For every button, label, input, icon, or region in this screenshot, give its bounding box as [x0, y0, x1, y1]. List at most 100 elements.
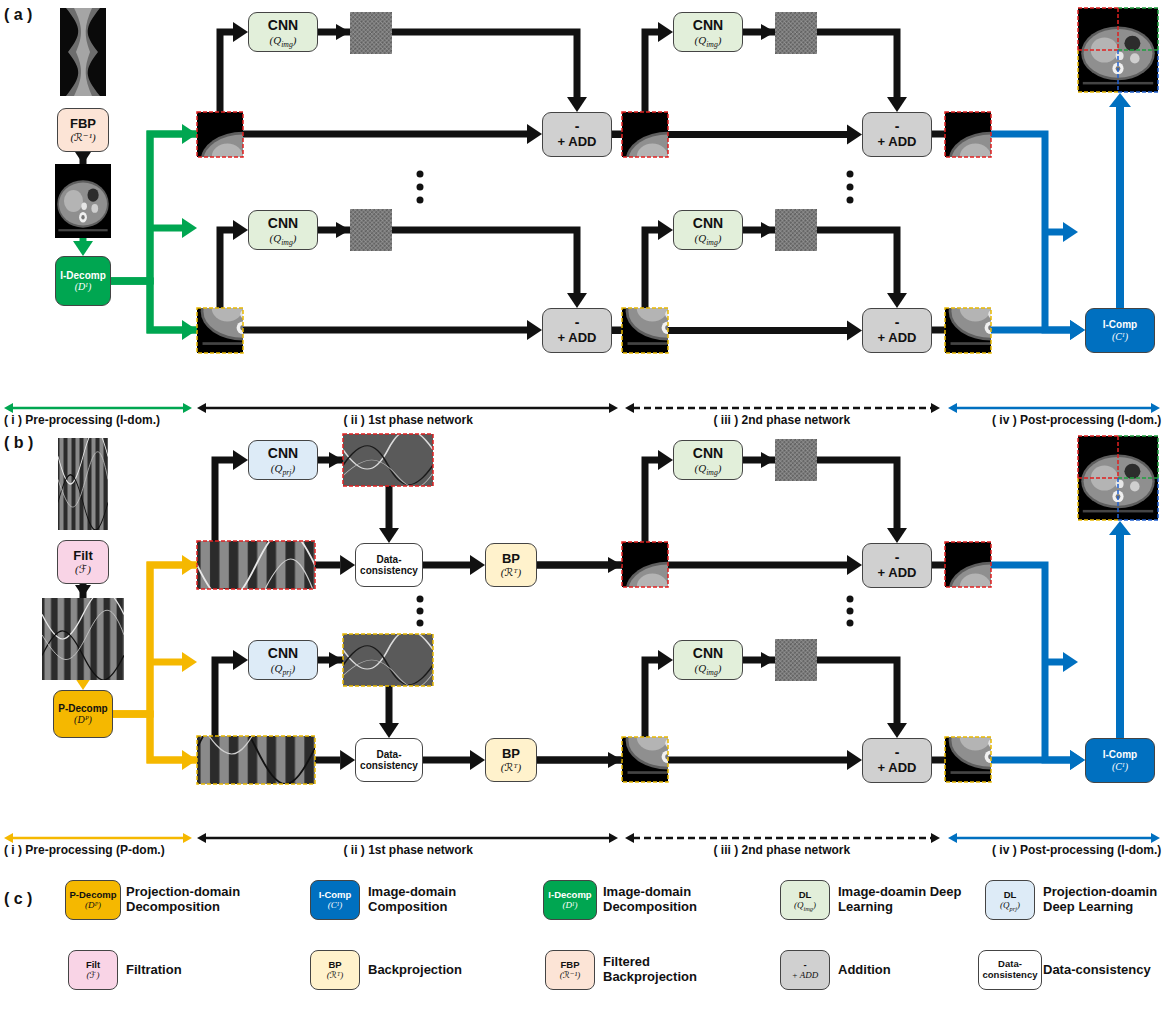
swatch-label: (Cᴵ)	[328, 900, 342, 910]
data-consistency-box: Data-consistency	[355, 543, 423, 587]
phase-arrow	[12, 837, 184, 840]
swatch-label: DL	[1004, 890, 1017, 901]
connector-line	[423, 757, 470, 764]
box-subtitle: (ℱ)	[75, 563, 91, 575]
image-tile	[945, 112, 1037, 202]
tile-border	[197, 736, 315, 784]
output-image	[1078, 436, 1158, 520]
image-tile	[945, 112, 1037, 202]
legend-text: Data-consistency	[1043, 963, 1151, 978]
arrowhead	[1070, 320, 1085, 340]
output-image	[1078, 8, 1118, 50]
swatch-label: + ADD	[792, 970, 819, 980]
ct-image	[55, 164, 111, 238]
box-subtitle: (Qimg)	[695, 462, 722, 474]
box-subtitle: (Cᴵ)	[1112, 761, 1128, 772]
phase-arrowhead	[948, 833, 957, 843]
legend-swatch: P-Decomp(Dᴾ)	[65, 880, 122, 920]
box-title: I-Comp	[1103, 749, 1137, 760]
image-tile	[622, 112, 714, 202]
arrow-decoration	[182, 555, 197, 575]
subscript: img	[706, 40, 718, 49]
swatch-label: (ℱ)	[86, 970, 99, 980]
arrow-decoration	[608, 752, 622, 768]
image-tile	[197, 263, 289, 353]
composition-box: I-Comp(Cᴵ)	[1085, 738, 1155, 783]
image-tile	[622, 112, 714, 202]
subscript: img	[804, 905, 813, 912]
box-title: Filt	[73, 549, 93, 564]
swatch-label: (Qimg)	[794, 900, 816, 910]
tile-border	[197, 112, 243, 157]
connector-line	[197, 327, 527, 334]
output-image	[1118, 477, 1158, 479]
tile-border	[945, 112, 991, 157]
connector-line	[945, 565, 1070, 760]
legend-swatch: -+ ADD	[780, 950, 830, 990]
subscript: img	[281, 40, 293, 49]
output-image	[1078, 8, 1158, 92]
decomposition-box: I-Decomp(Dᴵ)	[55, 256, 111, 306]
phase-arrowhead	[183, 403, 192, 413]
arrow-decoration	[329, 652, 343, 668]
arrowhead	[887, 97, 907, 112]
arrowhead	[1070, 750, 1085, 770]
cnn-box: CNN(Qprj)	[248, 440, 318, 480]
legend-text: Image-domain Composition	[368, 885, 508, 915]
arrow-decoration	[761, 24, 775, 40]
ellipsis-dots	[417, 608, 424, 615]
image-tile	[343, 430, 433, 487]
legend-entry: Projection-domain Decomposition	[126, 880, 266, 920]
tile-border	[622, 737, 668, 782]
box-subtitle: + ADD	[558, 135, 597, 150]
add-box: -+ ADD	[862, 738, 932, 783]
phase-arrowhead	[4, 833, 13, 843]
box-subtitle: (Qimg)	[270, 232, 297, 244]
output-image	[1078, 478, 1118, 520]
swatch-label: Data-consistency	[979, 959, 1042, 980]
add-box: -+ ADD	[862, 543, 932, 588]
arrowhead	[567, 97, 587, 112]
ellipsis-dots	[417, 184, 424, 191]
box-subtitle: (Qimg)	[695, 34, 722, 46]
panel-label: ( b )	[4, 434, 33, 452]
box-title: I-Comp	[1103, 319, 1137, 330]
arrowhead	[847, 555, 862, 575]
box-subtitle: (Qprj)	[271, 662, 295, 674]
box-subtitle: + ADD	[878, 761, 917, 776]
swatch-label: -	[803, 960, 806, 971]
arrow-decoration	[150, 225, 184, 232]
box-title: P-Decomp	[58, 703, 107, 714]
connector	[743, 460, 907, 543]
legend-entry: Image-doamin Deep Learning	[838, 880, 978, 920]
residual-image	[775, 439, 817, 481]
legend-entry: Image-domain Decomposition	[603, 880, 743, 920]
subscript: img	[706, 238, 718, 247]
cnn-box: CNN(Qprj)	[248, 640, 318, 680]
tile-border	[197, 541, 315, 589]
box-title: FBP	[70, 117, 96, 132]
box-subtitle: + ADD	[878, 331, 917, 346]
legend-text: Image-doamin Deep Learning	[838, 885, 978, 915]
image-tile	[945, 692, 1037, 782]
phase-arrowhead	[931, 833, 940, 843]
arrow-decoration	[182, 124, 197, 144]
legend-text: Addition	[838, 963, 891, 978]
arrowhead	[470, 555, 485, 575]
image-tile	[343, 630, 433, 687]
output-image	[1078, 50, 1118, 92]
swatch-label: P-Decomp	[70, 890, 117, 901]
arrowhead	[73, 241, 93, 256]
phase-label: ( iv ) Post-processing (I-dom.)	[992, 843, 1161, 857]
backprojection-box: BP(ℛᵀ)	[485, 738, 537, 782]
swatch-label: (ℛ⁻¹)	[560, 970, 581, 980]
swatch-label: (ℛᵀ)	[327, 970, 344, 980]
box-subtitle: + ADD	[878, 135, 917, 150]
legend-text: Filtration	[126, 963, 182, 978]
connector-line	[743, 230, 897, 293]
phase-arrowhead	[931, 403, 940, 413]
arrow-decoration	[1109, 93, 1131, 107]
connector-line	[537, 757, 847, 764]
subscript: prj	[1010, 905, 1017, 912]
